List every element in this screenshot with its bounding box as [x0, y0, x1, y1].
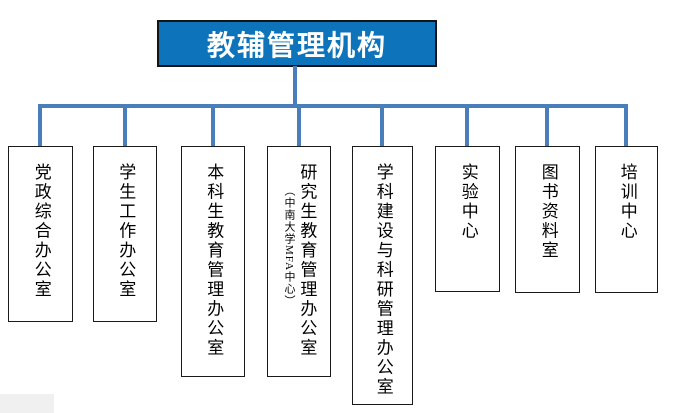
- dept-label: 实验中心: [458, 163, 478, 241]
- dept-label: 学生工作办公室: [116, 163, 136, 300]
- dept-label: 党政综合办公室: [31, 163, 51, 300]
- dept-node-party-general-office: 党政综合办公室: [8, 146, 73, 322]
- dept-node-discipline-research-office: 学科建设与科研管理办公室: [352, 146, 413, 405]
- connector-drop-7: [545, 104, 549, 147]
- root-node: 教辅管理机构: [157, 20, 437, 67]
- connector-drop-3: [211, 104, 215, 147]
- dept-label: 学科建设与科研管理办公室: [373, 163, 393, 397]
- dept-node-student-affairs-office: 学生工作办公室: [93, 146, 157, 322]
- bottom-left-gray-artifact: [0, 394, 54, 413]
- dept-label: 图书资料室: [538, 163, 558, 261]
- connector-drop-8: [624, 104, 628, 147]
- connector-drop-5: [380, 104, 384, 147]
- dept-node-graduate-education-office: 研究生教育管理办公室 （中南大学MFA中心）: [267, 146, 331, 377]
- root-node-label: 教辅管理机构: [206, 29, 387, 61]
- dept-node-experiment-center: 实验中心: [435, 146, 500, 292]
- dept-sublabel-mfa-center: （中南大学MFA中心）: [282, 185, 295, 308]
- connector-trunk: [293, 66, 297, 105]
- dept-label: 培训中心: [617, 163, 637, 241]
- dept-label: 研究生教育管理办公室: [297, 163, 317, 358]
- dept-label: 本科生教育管理办公室: [204, 163, 224, 358]
- connector-drop-2: [123, 104, 127, 147]
- dept-node-training-center: 培训中心: [595, 146, 658, 293]
- dept-node-undergraduate-education-office: 本科生教育管理办公室: [181, 146, 245, 377]
- connector-drop-6: [465, 104, 469, 147]
- connector-horizontal-bar: [38, 104, 628, 108]
- connector-drop-1: [38, 104, 42, 147]
- connector-drop-4: [297, 104, 301, 147]
- dept-node-library-reference-room: 图书资料室: [515, 146, 580, 293]
